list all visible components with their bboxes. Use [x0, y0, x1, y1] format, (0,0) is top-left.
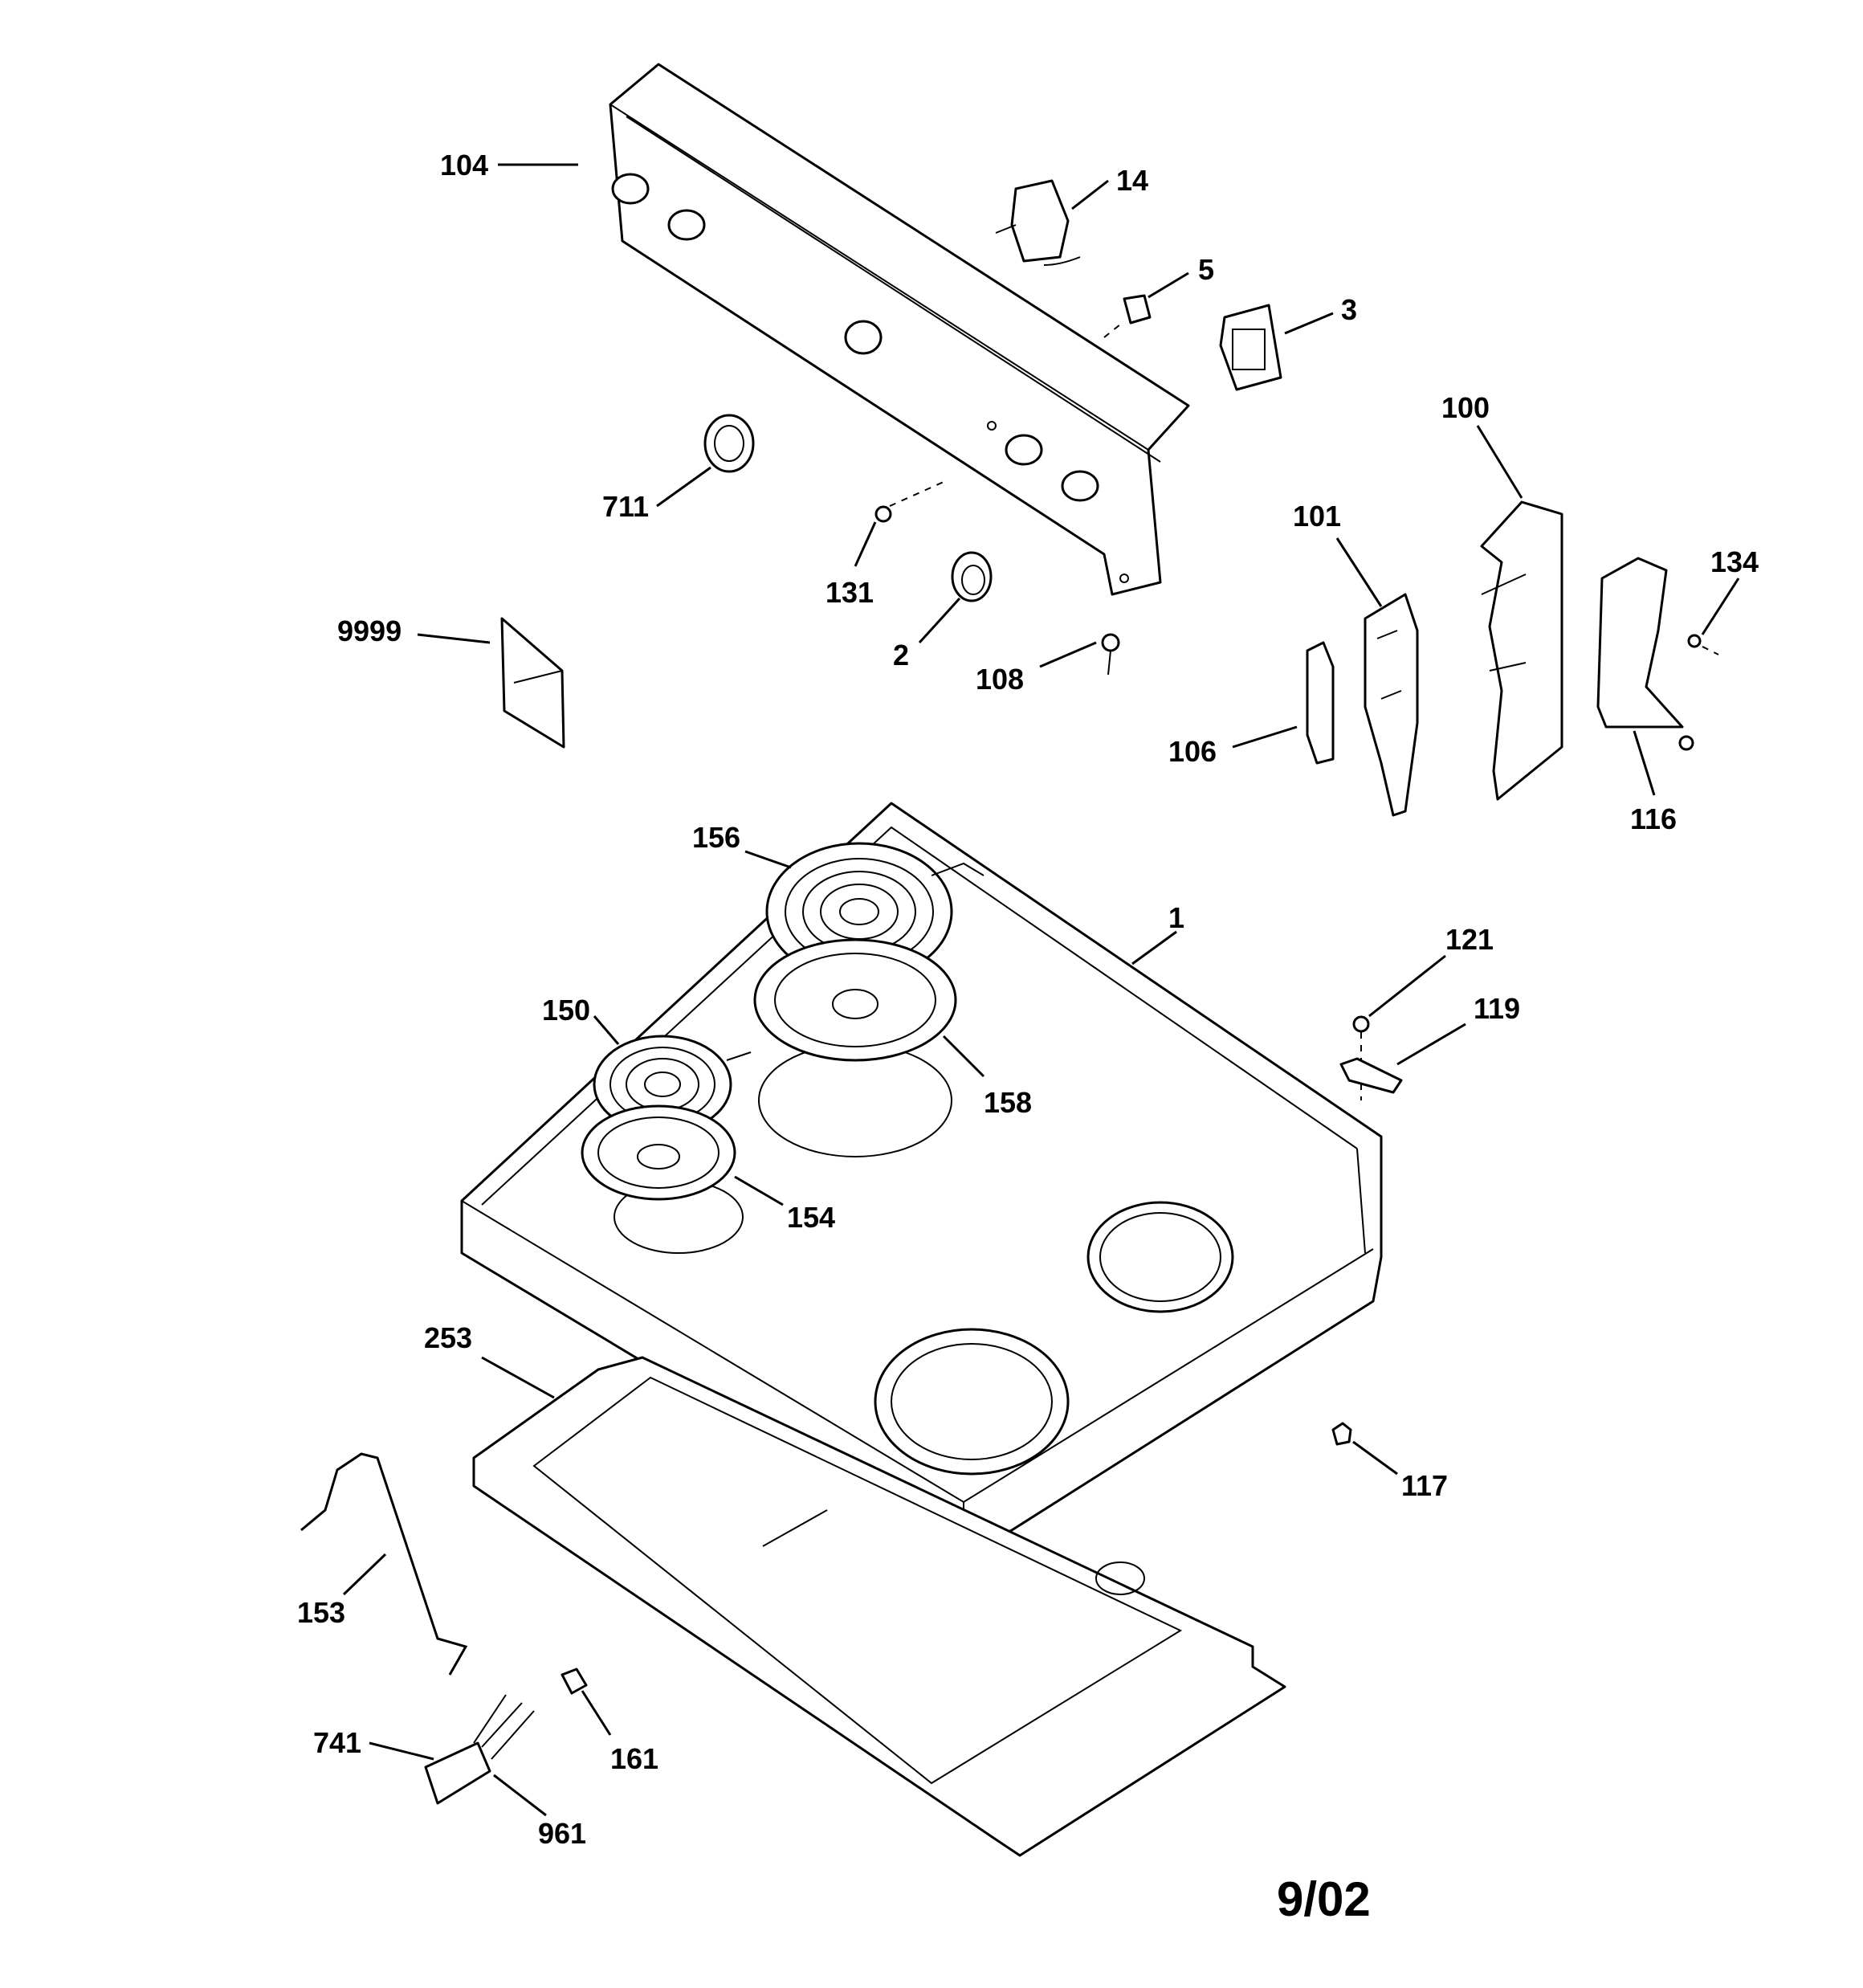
- date-code: 9/02: [1277, 1872, 1371, 1926]
- callout-253: 253: [424, 1321, 472, 1354]
- end-cap-part-116: [1596, 557, 1684, 729]
- cooktop-main-top: [460, 802, 1383, 1556]
- large-drip-pan-158: [753, 938, 957, 1062]
- ground-wire-153: [300, 1452, 468, 1676]
- callout-711: 711: [602, 490, 649, 523]
- callout-106: 106: [1168, 735, 1217, 768]
- callout-158: 158: [984, 1086, 1032, 1119]
- small-switch-part: [1103, 294, 1152, 338]
- callout-100: 100: [1441, 391, 1490, 424]
- knob-part-2: [951, 551, 993, 602]
- callout-119: 119: [1474, 992, 1520, 1025]
- screw-part-108: [1101, 633, 1120, 676]
- bracket-part-106: [1306, 641, 1335, 765]
- callout-2: 2: [893, 639, 909, 672]
- knob-part-711: [703, 414, 755, 473]
- callout-156: 156: [692, 821, 740, 854]
- callout-154: 154: [787, 1201, 835, 1234]
- small-drip-pan-154: [581, 1104, 736, 1201]
- screw-part-134: [1678, 634, 1719, 751]
- switch-block-part: [1219, 304, 1282, 391]
- callout-104: 104: [440, 149, 488, 182]
- callout-116: 116: [1630, 802, 1677, 835]
- backsplash-panel: [609, 63, 1190, 596]
- screw-part-121: [1352, 1015, 1370, 1100]
- callout-3: 3: [1341, 293, 1357, 326]
- callout-117: 117: [1401, 1469, 1448, 1502]
- leader-lines: [342, 163, 1740, 1817]
- callout-9999: 9999: [337, 614, 402, 647]
- callout-5: 5: [1198, 253, 1214, 286]
- bracket-part-101: [1364, 593, 1419, 817]
- end-cap-part-100: [1480, 500, 1563, 801]
- hinge-bracket-119: [1339, 1057, 1403, 1094]
- burner-box-tray-253: [472, 1356, 1286, 1857]
- clip-part-161: [561, 1668, 588, 1695]
- callout-131: 131: [826, 576, 874, 609]
- callout-150: 150: [542, 994, 590, 1027]
- terminal-block-741: [424, 1694, 535, 1805]
- callout-961: 961: [538, 1817, 586, 1850]
- callout-14: 14: [1116, 164, 1148, 197]
- callout-134: 134: [1710, 545, 1759, 578]
- screw-part-131: [874, 481, 944, 523]
- callout-153: 153: [297, 1596, 345, 1629]
- callout-labels: 104 14 5 3 100 101 134 711 131 2 108 999…: [297, 149, 1759, 1926]
- callout-108: 108: [976, 663, 1024, 696]
- callout-161: 161: [610, 1742, 658, 1775]
- callout-741: 741: [313, 1726, 361, 1759]
- callout-101: 101: [1293, 500, 1341, 533]
- infinite-switch-part: [995, 179, 1081, 266]
- nut-part-117: [1331, 1422, 1352, 1446]
- callout-121: 121: [1445, 923, 1494, 956]
- callout-1: 1: [1168, 901, 1184, 934]
- literature-envelope: [500, 617, 565, 749]
